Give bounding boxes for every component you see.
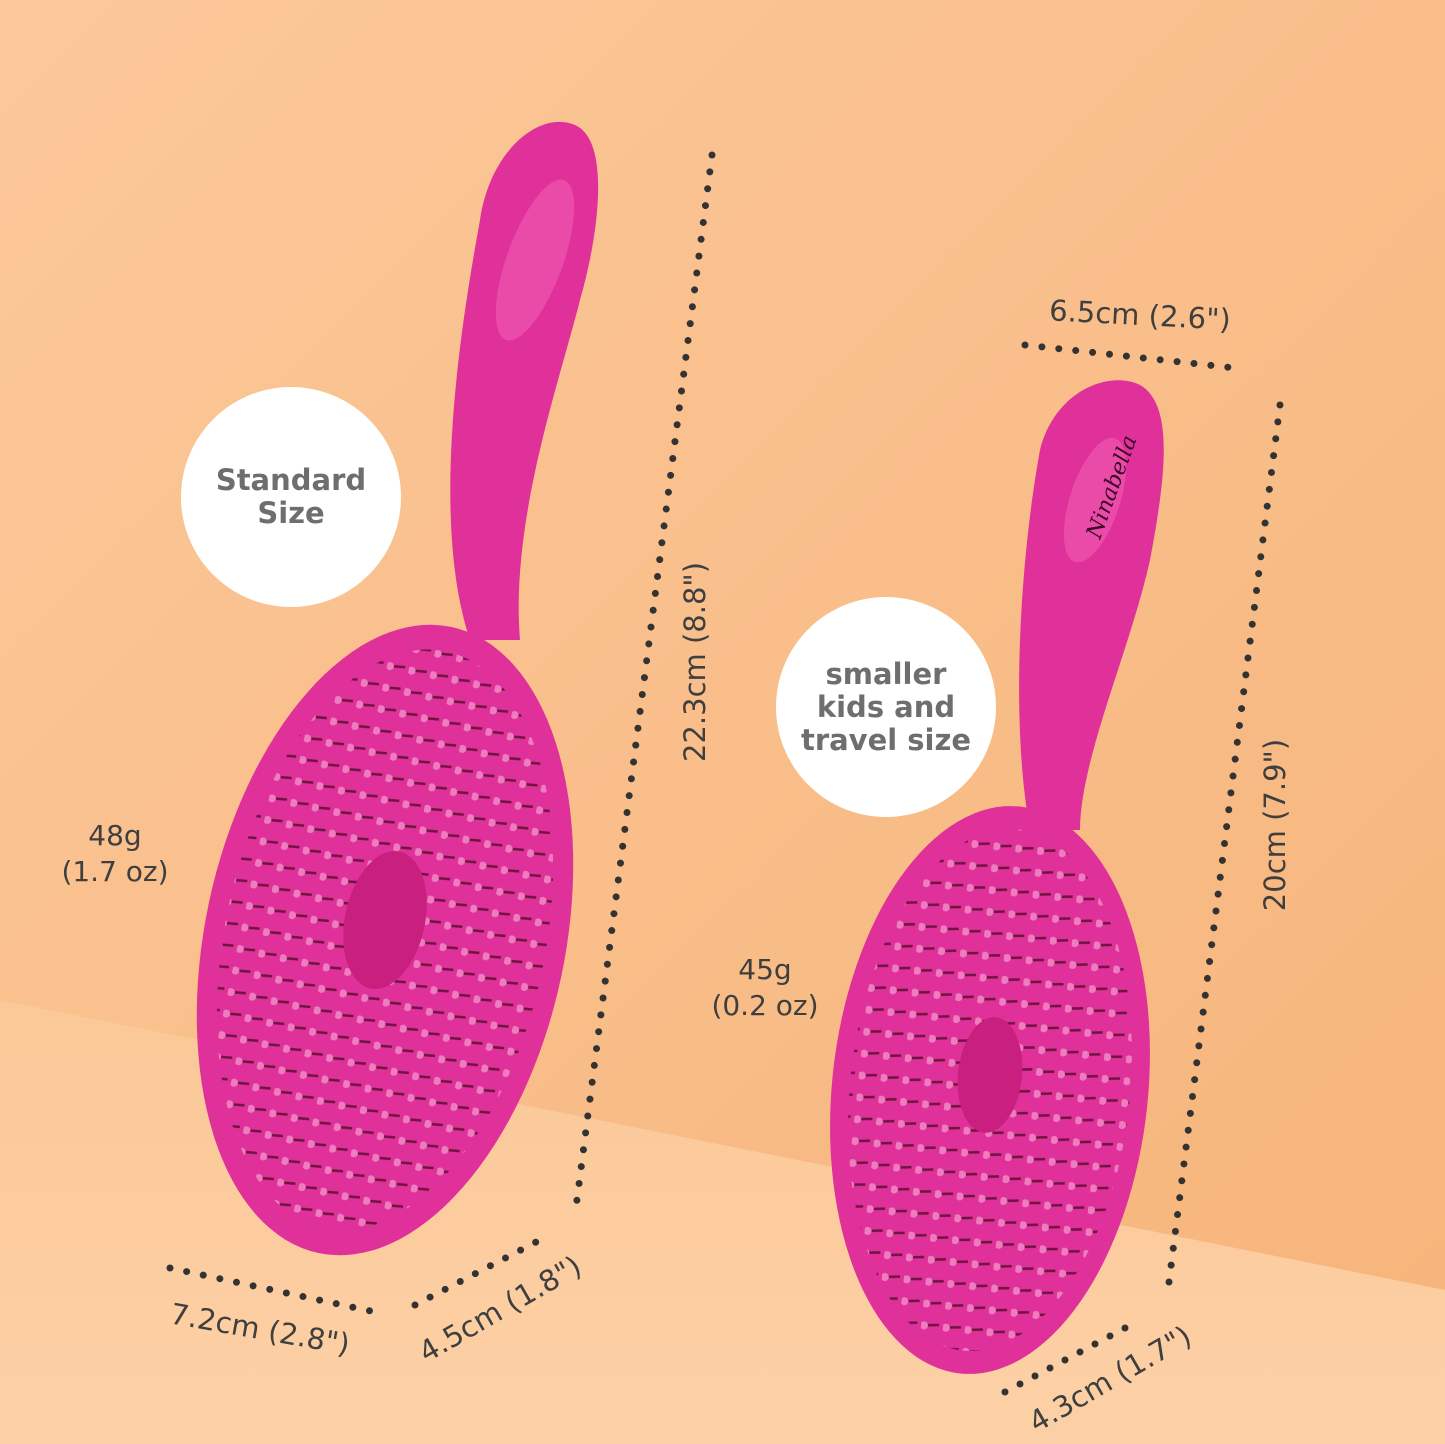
small-size-text: smaller kids and travel size bbox=[800, 656, 972, 757]
dim-line-standard-depth bbox=[411, 1236, 544, 1309]
small-weight-oz: (0.2 oz) bbox=[711, 989, 819, 1022]
small-length-label: 20cm (7.9") bbox=[1258, 738, 1292, 912]
small-brush: Ninabella bbox=[830, 380, 1164, 1374]
standard-weight-oz: (1.7 oz) bbox=[61, 855, 169, 888]
small-weight-g: 45g bbox=[738, 953, 792, 986]
standard-brush bbox=[196, 121, 599, 1256]
dim-line-small-width bbox=[1021, 341, 1239, 372]
standard-weight-g: 48g bbox=[88, 819, 142, 852]
small-weight: 45g (0.2 oz) bbox=[700, 952, 830, 1024]
standard-length-label: 22.3cm (8.8") bbox=[678, 561, 712, 762]
dim-line-standard-width bbox=[166, 1264, 379, 1316]
standard-size-text: Standard Size bbox=[215, 463, 367, 530]
small-size-badge: smaller kids and travel size bbox=[776, 597, 996, 817]
standard-size-badge: Standard Size bbox=[181, 387, 401, 607]
standard-weight: 48g (1.7 oz) bbox=[50, 818, 180, 890]
